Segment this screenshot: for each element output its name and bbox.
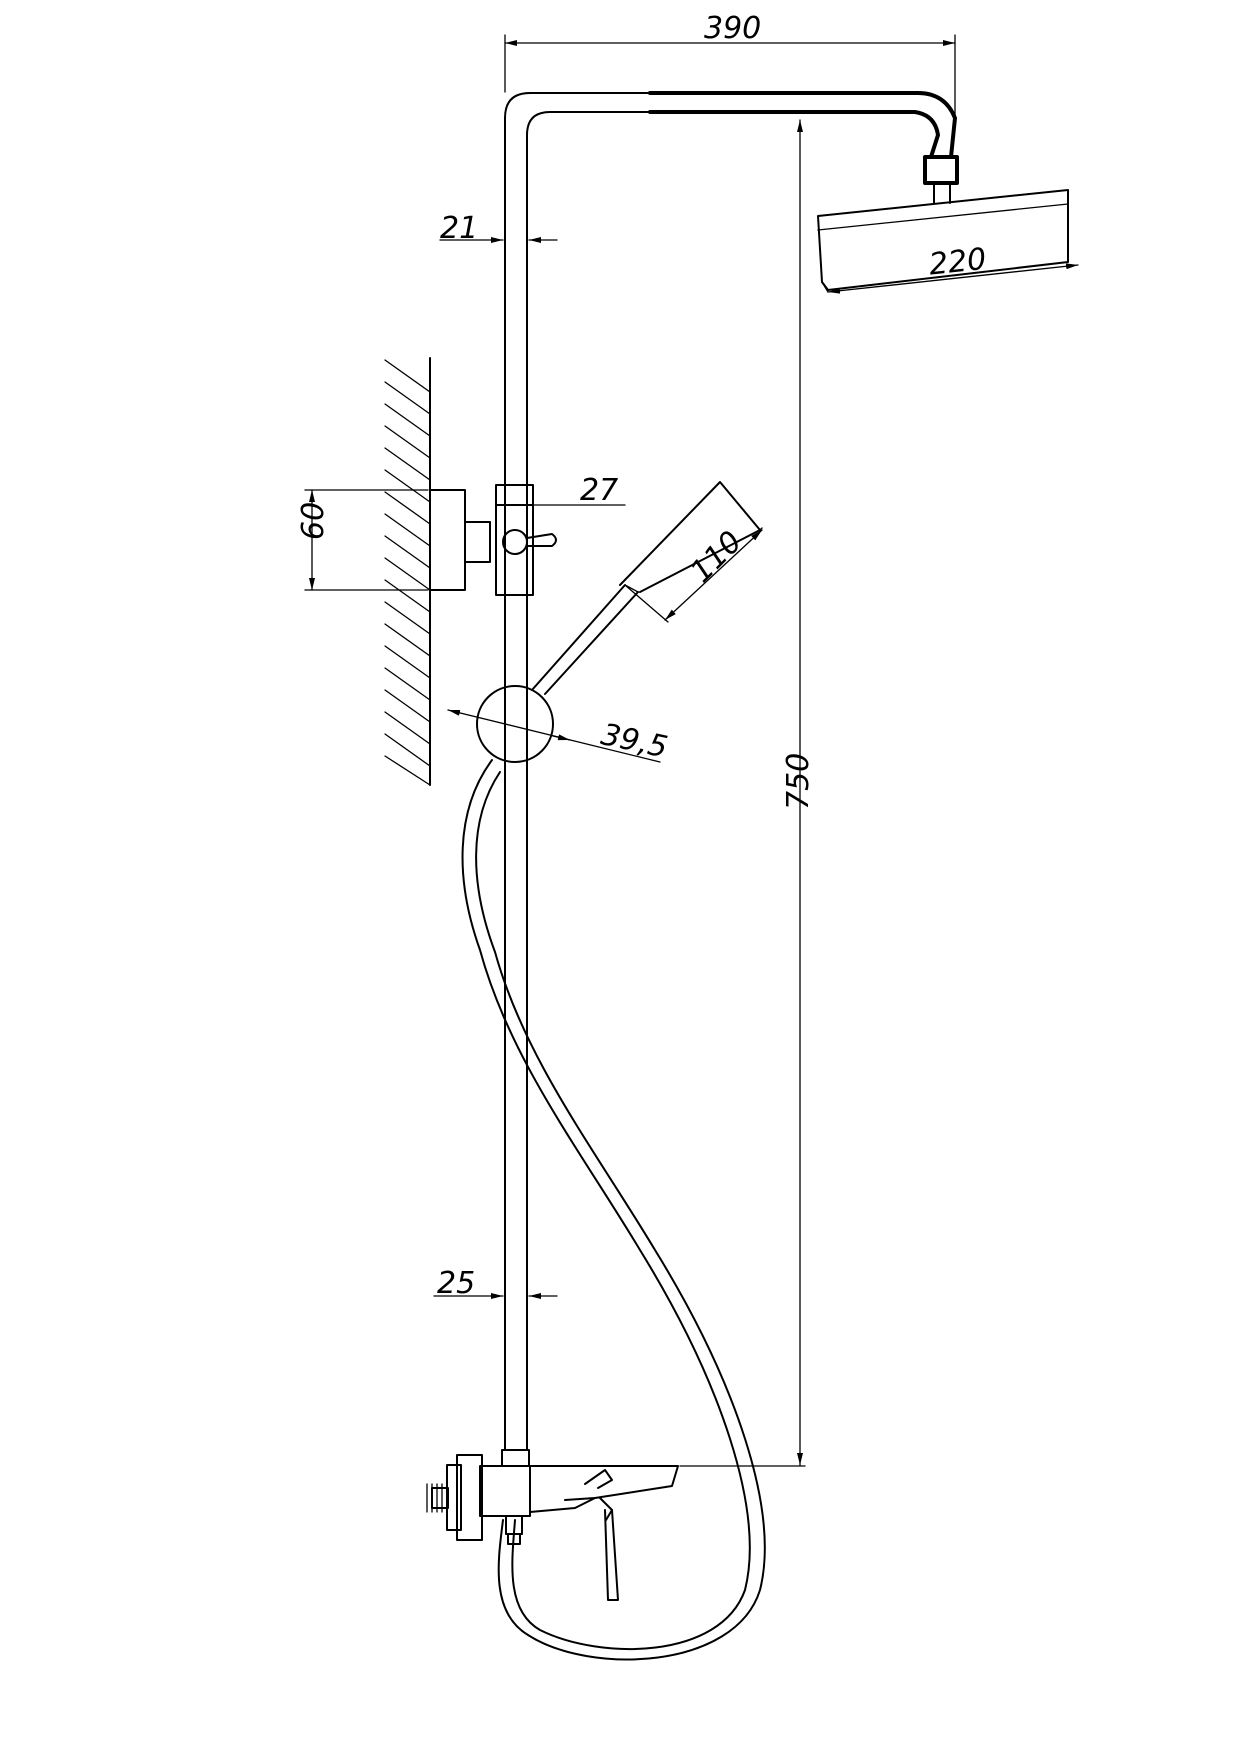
hose [461,759,766,1661]
shower-pipe [504,91,959,1451]
dim-label-21: 21 [440,211,478,246]
dimension-60: 60 [296,489,429,591]
dimension-27: 27 [495,473,626,511]
dim-label-27: 27 [580,473,618,508]
dimension-390: 390 [504,11,956,119]
dim-label-390: 390 [704,11,761,46]
dim-label-110: 110 [684,524,749,589]
dimension-220: 220 [821,242,1079,294]
dim-label-39-5: 39,5 [598,717,671,765]
wall-hatching [384,357,431,786]
dim-label-60: 60 [296,502,331,540]
dimension-750: 750 [679,119,816,1467]
dimension-21: 21 [439,211,558,246]
dim-label-750: 750 [781,753,816,810]
dim-label-220: 220 [927,242,988,283]
dimension-25: 25 [433,1266,558,1301]
dim-label-25: 25 [437,1266,475,1301]
mixer [426,1449,679,1601]
wall-bracket [429,484,557,596]
dimension-39-5: 39,5 [447,709,671,765]
